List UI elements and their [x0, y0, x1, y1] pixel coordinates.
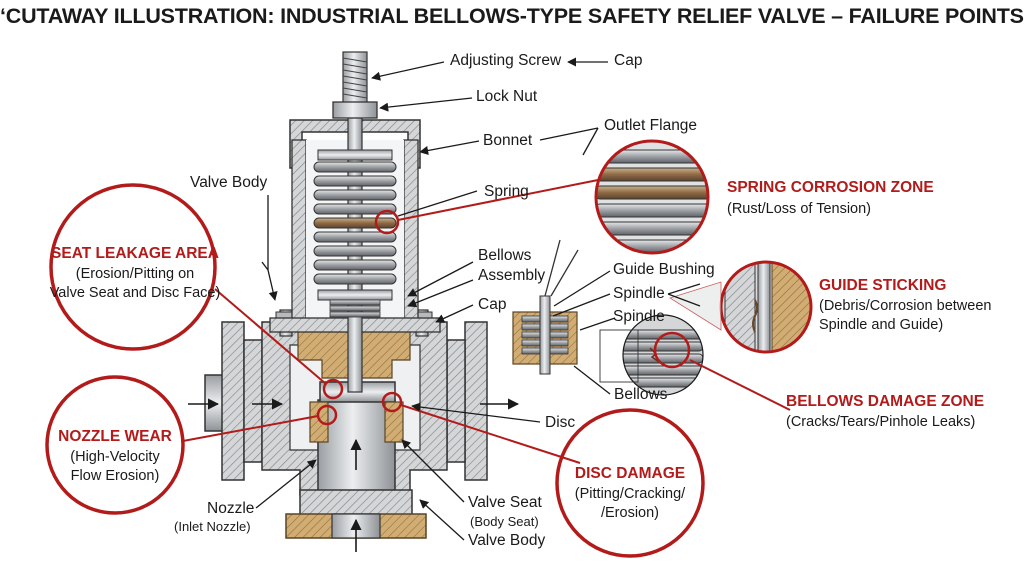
spring-corrosion-zoom: [594, 139, 710, 255]
bellows-damage-line1: (Cracks/Tears/Pinhole Leaks): [786, 414, 976, 430]
label-disc: Disc: [545, 414, 576, 431]
guide-sticking-line1: (Debris/Corrosion between: [819, 298, 992, 314]
seat-leakage-line1: (Erosion/Pitting on: [75, 266, 195, 282]
guide-sticking-title: GUIDE STICKING: [819, 277, 947, 294]
label-outlet-flange: Outlet Flange: [604, 117, 698, 134]
label-spring: Spring: [484, 183, 529, 200]
spring-corrosion-line1: (Rust/Loss of Tension): [727, 201, 871, 217]
label-lock-nut: Lock Nut: [476, 88, 538, 105]
label-spindle-2: Spindle: [613, 308, 665, 325]
nozzle-wear-line1: (High-Velocity: [70, 449, 160, 465]
bellows-detail: [512, 239, 579, 375]
disc-damage-title: DISC DAMAGE: [574, 465, 686, 482]
label-valve-body-bottom: Valve Body: [468, 532, 546, 549]
disc-damage-line2: /Erosion): [600, 505, 660, 521]
flow-arrows: [188, 398, 520, 552]
label-adjusting-screw: Adjusting Screw: [450, 52, 562, 69]
label-inlet-nozzle: (Inlet Nozzle): [174, 519, 251, 534]
page-title: ‘CUTAWAY ILLUSTRATION: INDUSTRIAL BELLOW…: [0, 4, 1024, 28]
seat-leakage-badge: [49, 183, 217, 351]
guide-sticking-zoom: [669, 260, 813, 354]
guide-sticking-line2: Spindle and Guide): [819, 317, 944, 333]
label-body-seat: (Body Seat): [470, 514, 539, 529]
label-valve-body-top: Valve Body: [190, 174, 268, 191]
disc-damage-badge: [555, 408, 705, 558]
failure-markers: [316, 209, 403, 426]
label-cap-mid: Cap: [478, 296, 507, 313]
label-guide-bushing: Guide Bushing: [613, 261, 715, 278]
red-leader-lines: [182, 179, 791, 464]
label-bellows: Bellows: [614, 386, 668, 403]
label-bellows-assembly-2: Assembly: [478, 267, 546, 284]
bellows-side-view: [599, 329, 639, 383]
seat-leakage-line2: Valve Seat and Disc Face): [49, 285, 221, 301]
bonnet-assembly: [269, 51, 441, 393]
nozzle-wear-line2: Flow Erosion): [70, 468, 160, 484]
label-valve-seat: Valve Seat: [468, 494, 542, 511]
bellows-damage-title: BELLOWS DAMAGE ZONE: [786, 393, 985, 410]
seat-leakage-title: SEAT LEAKAGE AREA: [51, 245, 219, 262]
label-nozzle: Nozzle: [207, 500, 255, 517]
label-bellows-assembly-1: Bellows: [478, 247, 532, 264]
label-spindle-1: Spindle: [613, 285, 665, 302]
label-cap-top: Cap: [614, 52, 643, 69]
spring-corrosion-title: SPRING CORROSION ZONE: [727, 179, 934, 196]
black-leader-lines: [255, 57, 701, 541]
nozzle-wear-title: NOZZLE WEAR: [58, 428, 172, 445]
label-bonnet: Bonnet: [483, 132, 533, 149]
disc-damage-line1: (Pitting/Cracking/: [574, 486, 686, 502]
nozzle-wear-badge: [45, 375, 185, 515]
